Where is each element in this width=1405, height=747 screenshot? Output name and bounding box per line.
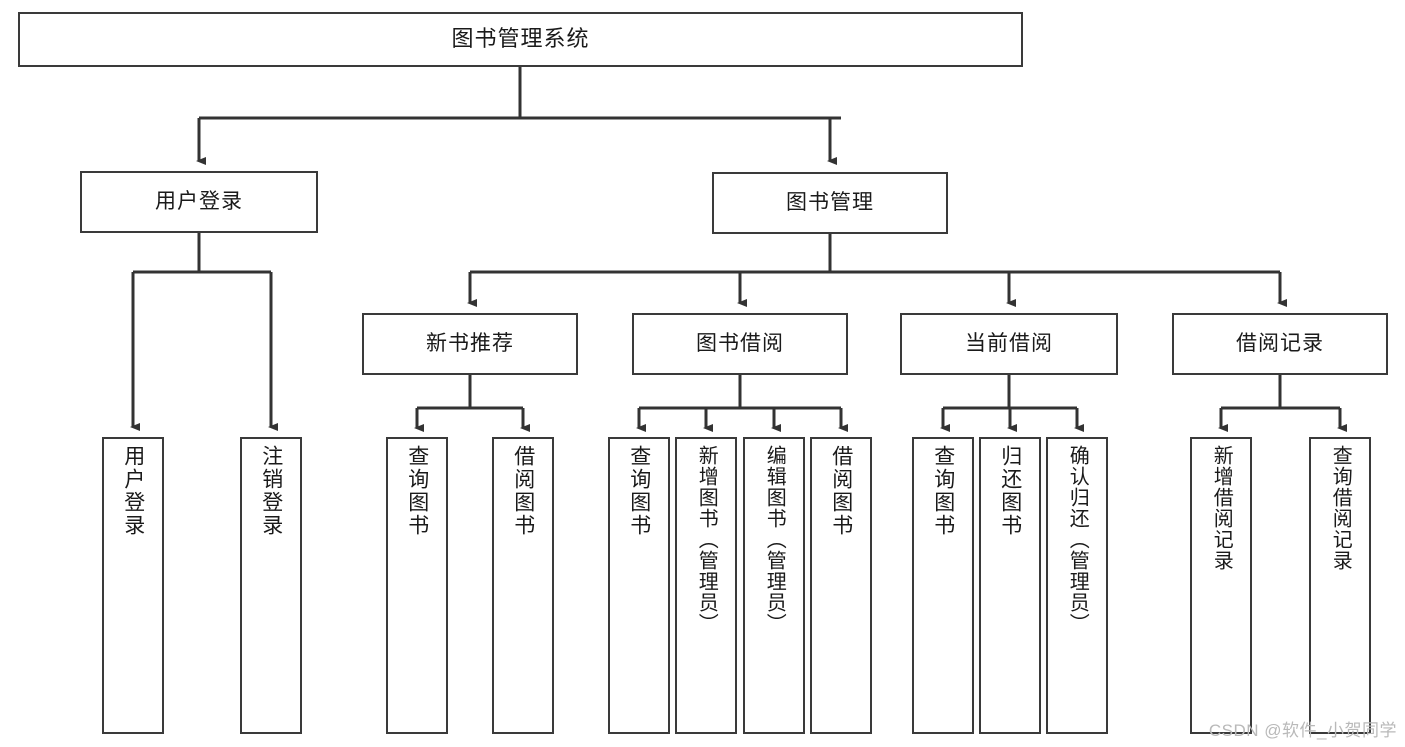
node-leaf-add-record[interactable]: 新增借阅记录 bbox=[1190, 437, 1252, 734]
node-leaf-query-record[interactable]: 查询借阅记录 bbox=[1309, 437, 1371, 734]
watermark-text: CSDN @软件_小贺同学 bbox=[1208, 721, 1397, 740]
node-leaf-borrow-book-2[interactable]: 借阅图书 bbox=[810, 437, 872, 734]
node-leaf-user-login-label: 用户登录 bbox=[121, 445, 145, 537]
node-book-manage[interactable]: 图书管理 bbox=[712, 172, 948, 234]
node-leaf-logout-login[interactable]: 注销登录 bbox=[240, 437, 302, 734]
node-leaf-add-book[interactable]: 新增图书（管理员） bbox=[675, 437, 737, 734]
node-leaf-edit-book[interactable]: 编辑图书（管理员） bbox=[743, 437, 805, 734]
node-borrow-record-label: 借阅记录 bbox=[1236, 332, 1324, 356]
node-leaf-query-book-1[interactable]: 查询图书 bbox=[386, 437, 448, 734]
node-leaf-query-record-label: 查询借阅记录 bbox=[1329, 445, 1352, 571]
node-book-borrow[interactable]: 图书借阅 bbox=[632, 313, 848, 375]
node-leaf-confirm-return-label: 确认归还（管理员） bbox=[1066, 445, 1089, 634]
node-leaf-return-book-label: 归还图书 bbox=[998, 445, 1022, 537]
node-leaf-confirm-return[interactable]: 确认归还（管理员） bbox=[1046, 437, 1108, 734]
node-book-manage-label: 图书管理 bbox=[786, 191, 874, 215]
node-leaf-borrow-book-1-label: 借阅图书 bbox=[511, 445, 535, 537]
node-leaf-logout-login-label: 注销登录 bbox=[259, 445, 283, 537]
node-current-borrow-label: 当前借阅 bbox=[965, 332, 1053, 356]
node-leaf-add-record-label: 新增借阅记录 bbox=[1210, 445, 1233, 571]
node-current-borrow[interactable]: 当前借阅 bbox=[900, 313, 1118, 375]
node-root[interactable]: 图书管理系统 bbox=[18, 12, 1023, 67]
node-new-book-rec[interactable]: 新书推荐 bbox=[362, 313, 578, 375]
node-root-label: 图书管理系统 bbox=[451, 26, 590, 52]
node-user-login[interactable]: 用户登录 bbox=[80, 171, 318, 233]
node-leaf-query-book-1-label: 查询图书 bbox=[405, 445, 429, 537]
node-user-login-label: 用户登录 bbox=[155, 190, 243, 214]
node-leaf-query-book-2[interactable]: 查询图书 bbox=[608, 437, 670, 734]
node-leaf-query-book-3-label: 查询图书 bbox=[931, 445, 955, 537]
node-leaf-query-book-3[interactable]: 查询图书 bbox=[912, 437, 974, 734]
node-leaf-add-book-label: 新增图书（管理员） bbox=[695, 445, 718, 634]
node-leaf-user-login[interactable]: 用户登录 bbox=[102, 437, 164, 734]
node-borrow-record[interactable]: 借阅记录 bbox=[1172, 313, 1388, 375]
node-book-borrow-label: 图书借阅 bbox=[696, 332, 784, 356]
node-leaf-return-book[interactable]: 归还图书 bbox=[979, 437, 1041, 734]
node-leaf-edit-book-label: 编辑图书（管理员） bbox=[763, 445, 786, 634]
node-new-book-rec-label: 新书推荐 bbox=[426, 332, 514, 356]
node-leaf-borrow-book-1[interactable]: 借阅图书 bbox=[492, 437, 554, 734]
node-leaf-borrow-book-2-label: 借阅图书 bbox=[829, 445, 853, 537]
node-leaf-query-book-2-label: 查询图书 bbox=[627, 445, 651, 537]
